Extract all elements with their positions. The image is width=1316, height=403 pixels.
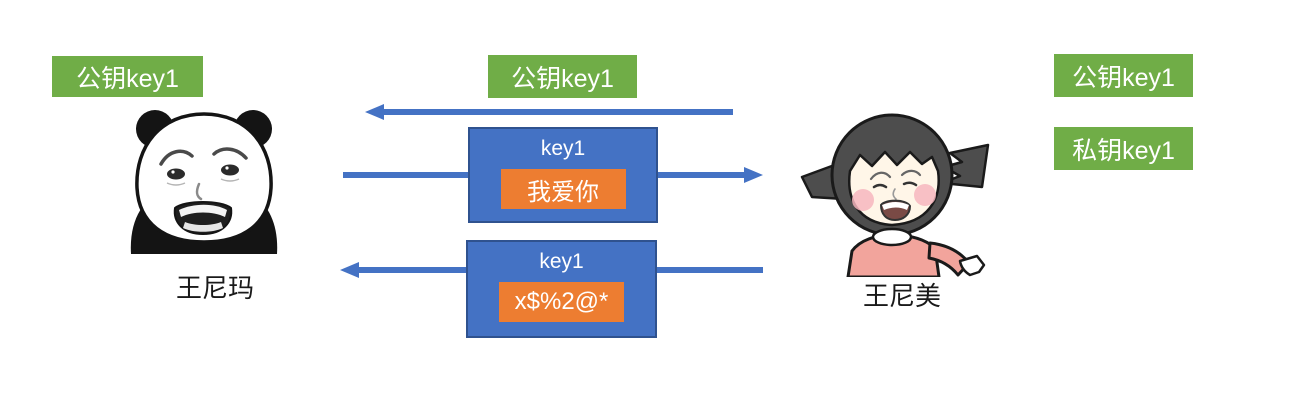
- right-public-key-badge: 公钥key1: [1054, 54, 1193, 97]
- girl-meme-avatar: [800, 113, 990, 277]
- arrow-shaft: [384, 109, 733, 115]
- left-actor-name: 王尼玛: [175, 273, 254, 303]
- message-key-label: key1: [539, 250, 584, 273]
- public-key-arrow-left: [365, 104, 733, 120]
- arrowhead-left-icon: [365, 104, 384, 120]
- arrowhead-right-icon: [744, 167, 763, 183]
- right-actor-name: 王尼美: [862, 281, 941, 311]
- encrypted-message-box: key1 我爱你: [468, 127, 658, 223]
- panda-meme-avatar: [130, 110, 278, 254]
- message-payload: x$%2@*: [499, 282, 624, 322]
- message-key-label: key1: [540, 137, 586, 160]
- arrowhead-left-icon: [340, 262, 359, 278]
- exchanged-public-key-badge: 公钥key1: [488, 55, 637, 98]
- ciphertext-message-box: key1 x$%2@*: [466, 240, 657, 338]
- message-payload: 我爱你: [500, 169, 626, 209]
- left-public-key-badge: 公钥key1: [52, 56, 203, 97]
- right-private-key-badge: 私钥key1: [1054, 127, 1193, 170]
